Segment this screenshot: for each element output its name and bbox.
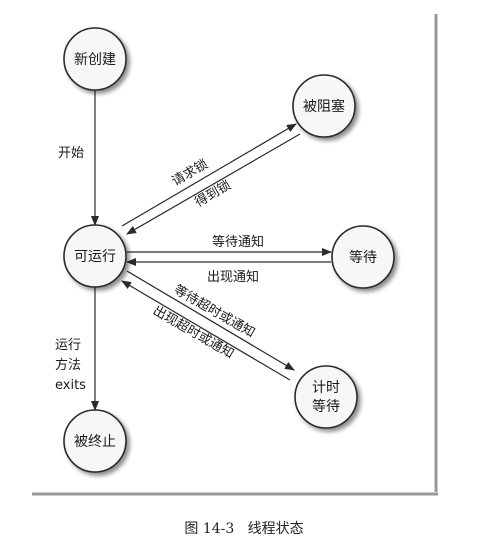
state-blocked xyxy=(292,74,356,138)
state-terminated xyxy=(63,409,127,473)
edge-notify-appears-label: 出现通知 xyxy=(207,269,259,285)
state-blocked-label: 被阻塞 xyxy=(303,98,345,115)
edge-wait-notify-label: 等待通知 xyxy=(212,234,264,250)
state-timed-waiting xyxy=(294,365,358,429)
edge-got-lock-label: 得到锁 xyxy=(192,177,234,210)
edge-request-lock-label: 请求锁 xyxy=(169,156,211,189)
state-waiting xyxy=(331,225,395,289)
state-new-label: 新创建 xyxy=(74,52,116,68)
state-waiting-label: 等待 xyxy=(349,249,377,266)
edge-wait-timeout-notify xyxy=(126,270,295,371)
state-timed-waiting-label-line2: 等待 xyxy=(312,398,340,415)
figure-caption: 图 14-3 线程状态 xyxy=(184,521,303,537)
edge-run-method-exits-label-line2: 方法 xyxy=(55,357,81,373)
edge-start-label: 开始 xyxy=(58,146,84,161)
state-runnable xyxy=(63,224,127,288)
edge-run-method-exits-label-line3: exits xyxy=(55,378,86,393)
diagram-panel xyxy=(32,14,438,496)
edge-request-lock xyxy=(121,123,297,227)
state-runnable-label: 可运行 xyxy=(74,249,116,265)
state-timed-waiting-label-line1: 计时 xyxy=(312,380,340,396)
edge-got-lock xyxy=(126,133,301,235)
edge-run-method-exits-label-line1: 运行 xyxy=(55,338,81,353)
state-new xyxy=(63,27,127,91)
edge-timeout-notify-appears xyxy=(121,280,291,381)
state-terminated-label: 被终止 xyxy=(74,434,116,450)
